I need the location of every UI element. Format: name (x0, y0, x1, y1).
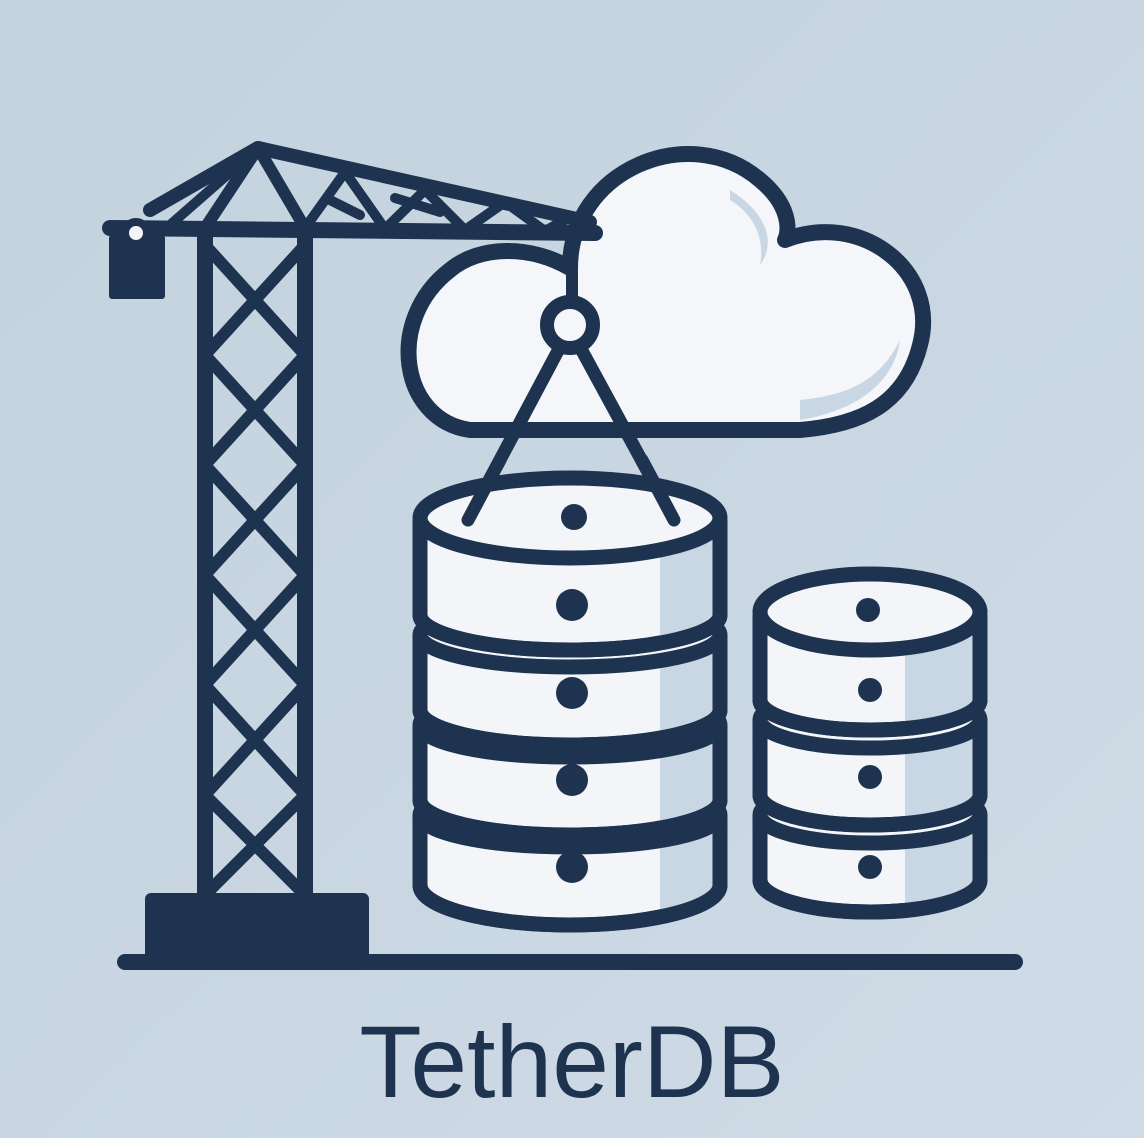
brand-wordmark: TetherDB (359, 1005, 785, 1119)
tower-crane-icon (102, 141, 681, 961)
cloud-icon (400, 146, 932, 438)
database-stack-icon (412, 470, 728, 933)
database-stack-icon (752, 566, 988, 920)
